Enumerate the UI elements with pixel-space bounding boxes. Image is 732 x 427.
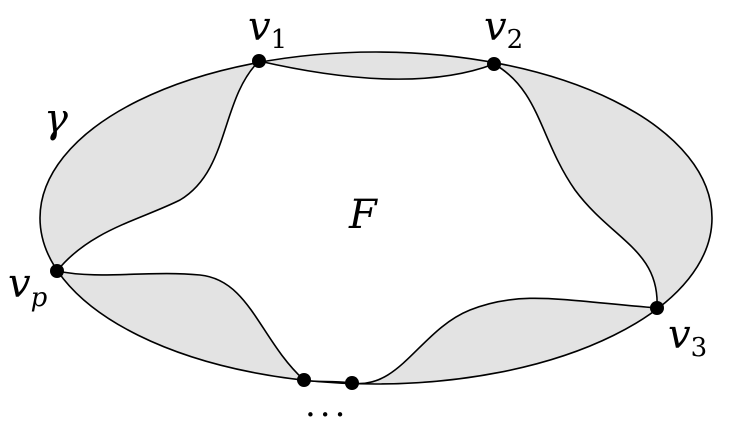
vp-label-base: v <box>8 261 31 307</box>
face-label: F <box>348 192 378 238</box>
vp-label-sub: p <box>31 283 48 313</box>
ellipsis-label: ... <box>305 385 349 425</box>
v2-label-sub: 2 <box>507 25 524 55</box>
v3-label-sub: 3 <box>691 333 708 363</box>
vertex-v3 <box>650 301 664 315</box>
face-f-region <box>55 60 658 385</box>
vertex-vp <box>50 264 64 278</box>
v3-label: v3 <box>668 312 707 363</box>
v1-label: v1 <box>248 4 287 55</box>
gamma-label: γ <box>44 96 68 142</box>
vertex-bottom-left <box>297 373 311 387</box>
v1-label-base: v <box>248 4 271 50</box>
v2-label-base: v <box>484 4 507 50</box>
vertex-v2 <box>487 57 501 71</box>
v2-label: v2 <box>484 4 523 55</box>
v1-label-sub: 1 <box>271 25 288 55</box>
v3-label-base: v <box>668 312 691 358</box>
vertex-v1 <box>252 54 266 68</box>
vertex-bottom-right <box>345 376 359 390</box>
vp-label: vp <box>8 261 48 313</box>
